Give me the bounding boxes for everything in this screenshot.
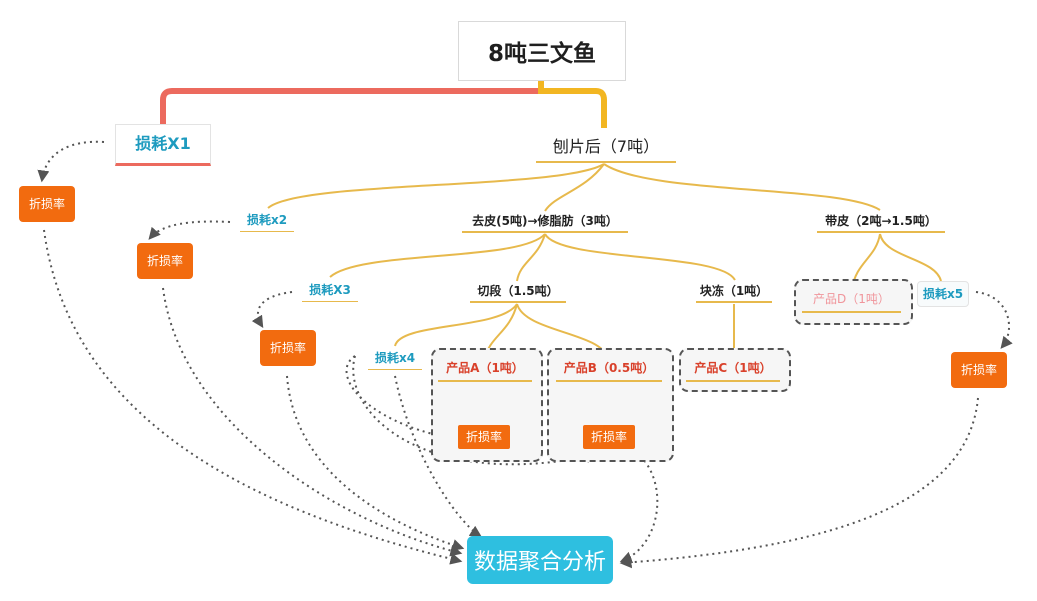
loss-rate-5[interactable]: 折损率	[951, 352, 1007, 388]
relation-loss3-rate	[251, 291, 293, 329]
loss-rate-2[interactable]: 折损率	[137, 243, 193, 279]
main-branch-topic[interactable]: 刨片后（7吨）	[552, 137, 660, 156]
product-b-topic[interactable]: 产品B（0.5吨）	[556, 359, 662, 382]
relation-loss4-rateb	[352, 355, 599, 466]
loss-rate-3[interactable]: 折损率	[260, 330, 316, 366]
relation-rate3-analysis	[286, 375, 465, 551]
relation-loss2-rate	[148, 220, 231, 240]
connector-skinoff-cut	[516, 233, 546, 282]
data-aggregation-analysis[interactable]: 数据聚合分析	[467, 536, 613, 584]
loss-rate-1[interactable]: 折损率	[19, 186, 75, 222]
skin-off-topic[interactable]: 去皮(5吨)→修脂肪（3吨）	[472, 214, 618, 228]
relation-rateb-analysis	[619, 451, 659, 563]
skin-on-topic[interactable]: 带皮（2吨→1.5吨）	[825, 214, 937, 228]
loss-x2-topic[interactable]: 损耗x2	[240, 209, 294, 232]
connector-root-main	[538, 80, 607, 128]
product-d-topic[interactable]: 产品D（1吨）	[802, 290, 901, 313]
connector-root-loss	[160, 80, 544, 124]
relation-rate5-analysis	[619, 397, 979, 569]
product-a-topic[interactable]: 产品A（1吨）	[438, 359, 532, 382]
connector-main-skinoff	[544, 163, 605, 212]
connector-cut-loss4	[394, 303, 518, 347]
relation-rate2-analysis	[162, 287, 463, 557]
product-c-group	[679, 348, 791, 392]
relation-rate1-analysis	[43, 229, 463, 565]
root-topic[interactable]: 8吨三文鱼	[458, 21, 626, 81]
loss-x5-topic[interactable]: 损耗x5	[917, 281, 969, 307]
loss-x3-topic[interactable]: 损耗X3	[302, 279, 358, 302]
block-frozen-topic[interactable]: 块冻（1吨）	[699, 284, 769, 298]
relation-loss5-rate	[975, 291, 1013, 349]
product-d-group	[794, 279, 913, 325]
loss-rate-product-a[interactable]: 折损率	[458, 425, 510, 449]
relation-loss4-analysis	[394, 375, 483, 538]
loss-rate-product-b[interactable]: 折损率	[583, 425, 635, 449]
connector-skinoff-frozen	[544, 233, 736, 281]
connector-skinon-loss5	[879, 233, 942, 282]
product-c-topic[interactable]: 产品C（1吨）	[686, 359, 780, 382]
connector-main-skinon	[603, 163, 881, 211]
loss-x4-topic[interactable]: 损耗x4	[368, 347, 422, 370]
loss-x1-topic[interactable]: 损耗X1	[115, 124, 211, 166]
cut-segment-topic[interactable]: 切段（1.5吨）	[477, 284, 559, 298]
relation-loss1-rate	[37, 140, 105, 183]
connector-main-loss2	[267, 163, 605, 209]
connector-skinoff-loss3	[329, 233, 546, 278]
